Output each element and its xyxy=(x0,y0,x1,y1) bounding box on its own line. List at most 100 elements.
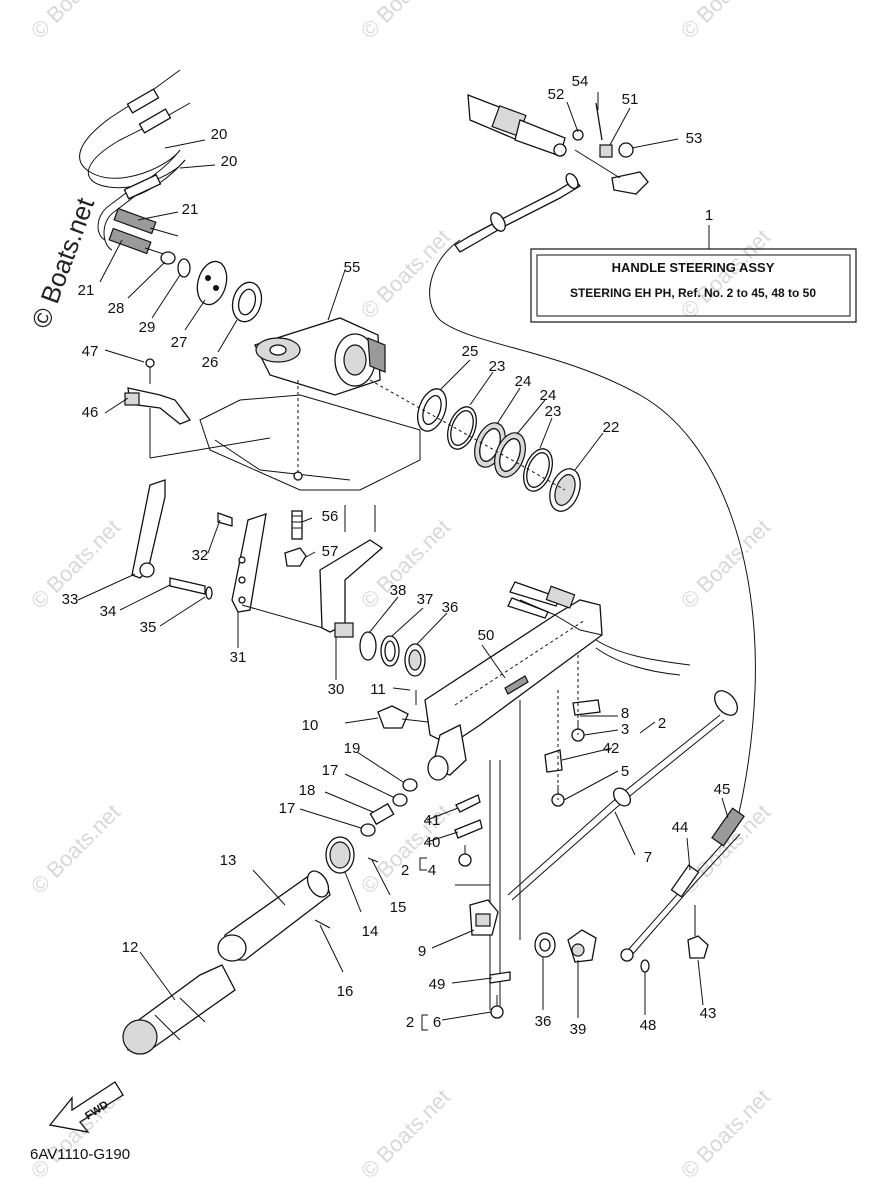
callout-32: 32 xyxy=(192,547,209,564)
callout-18: 18 xyxy=(299,782,316,799)
callout-1: 1 xyxy=(705,207,713,224)
sensor-assembly xyxy=(454,94,649,253)
callout-7: 7 xyxy=(644,849,652,866)
callout-38: 38 xyxy=(390,582,407,599)
callout-20: 20 xyxy=(221,153,238,170)
callout-35: 35 xyxy=(140,619,157,636)
callout-37: 37 xyxy=(417,591,434,608)
callout-50: 50 xyxy=(478,627,495,644)
callout-41: 41 xyxy=(424,812,441,829)
callout-39: 39 xyxy=(570,1021,587,1038)
callout-8: 8 xyxy=(621,705,629,722)
watermark: © Boats.net xyxy=(356,224,455,323)
callout-24: 24 xyxy=(515,373,532,390)
steering-bracket-55 xyxy=(254,317,386,396)
callout-36: 36 xyxy=(442,599,459,616)
callout-43: 43 xyxy=(700,1005,717,1022)
callout-17: 17 xyxy=(279,800,296,817)
washers-36-38 xyxy=(359,631,426,677)
callout-2: 2 xyxy=(658,715,666,732)
callout-19: 19 xyxy=(344,740,361,757)
callout-46: 46 xyxy=(82,404,99,421)
callout-10: 10 xyxy=(302,717,319,734)
lever-46 xyxy=(124,358,192,425)
throttle-cables xyxy=(79,69,191,257)
swivel-plate xyxy=(149,380,421,532)
callout-42: 42 xyxy=(603,740,620,757)
callout-28: 28 xyxy=(108,300,125,317)
handle-small-parts xyxy=(544,655,601,807)
callout-25: 25 xyxy=(462,343,479,360)
callout-47: 47 xyxy=(82,343,99,360)
callout-51: 51 xyxy=(622,91,639,108)
callout-17: 17 xyxy=(322,762,339,779)
callout-16: 16 xyxy=(337,983,354,1000)
holder-9 xyxy=(455,884,499,936)
callout-26: 26 xyxy=(202,354,219,371)
callout-24: 24 xyxy=(540,387,557,404)
callout-20: 20 xyxy=(211,126,228,143)
leader-lines xyxy=(77,92,729,1031)
steering-handle-50 xyxy=(424,581,691,1010)
washer-36-lower xyxy=(534,929,597,963)
callout-2: 2 xyxy=(406,1014,414,1031)
cable-1 xyxy=(429,239,756,831)
callout-48: 48 xyxy=(640,1017,657,1034)
grip-assembly xyxy=(122,836,379,1055)
callout-21: 21 xyxy=(182,201,199,218)
callout-12: 12 xyxy=(122,939,139,956)
friction-parts xyxy=(131,479,331,631)
lever-30 xyxy=(319,539,384,638)
watermark: © Boats.net xyxy=(356,0,455,44)
watermark: © Boats.net xyxy=(25,193,100,332)
callout-2: 2 xyxy=(401,862,409,879)
watermark: © Boats.net xyxy=(676,514,775,613)
assembly-title: HANDLE STEERING ASSY xyxy=(612,260,775,275)
callout-23: 23 xyxy=(489,358,506,375)
washers-upper-left xyxy=(160,251,263,323)
callout-13: 13 xyxy=(220,852,237,869)
callout-4: 4 xyxy=(428,862,436,879)
callout-36: 36 xyxy=(535,1013,552,1030)
assembly-box: HANDLE STEERING ASSY STEERING EH PH, Ref… xyxy=(530,225,857,323)
callout-40: 40 xyxy=(424,834,441,851)
callout-54: 54 xyxy=(572,73,589,90)
callout-29: 29 xyxy=(139,319,156,336)
watermark: © Boats.net xyxy=(356,1084,455,1183)
callout-14: 14 xyxy=(362,923,379,940)
callout-49: 49 xyxy=(429,976,446,993)
orings xyxy=(369,379,581,512)
callout-45: 45 xyxy=(714,781,731,798)
callout-55: 55 xyxy=(344,259,361,276)
shift-cable xyxy=(507,690,745,973)
stud-56 xyxy=(284,510,307,567)
callout-23: 23 xyxy=(545,403,562,420)
clamps-41-40 xyxy=(454,794,483,867)
watermark: © Boats.net xyxy=(26,0,125,44)
callout-52: 52 xyxy=(548,86,565,103)
callout-44: 44 xyxy=(672,819,689,836)
assembly-subtitle: STEERING EH PH, Ref. No. 2 to 45, 48 to … xyxy=(570,286,816,300)
callout-34: 34 xyxy=(100,603,117,620)
callout-27: 27 xyxy=(171,334,188,351)
callout-31: 31 xyxy=(230,649,247,666)
callout-56: 56 xyxy=(322,508,339,525)
callout-5: 5 xyxy=(621,763,629,780)
callout-21: 21 xyxy=(78,282,95,299)
callout-6: 6 xyxy=(433,1014,441,1031)
callout-22: 22 xyxy=(603,419,620,436)
watermark: © Boats.net xyxy=(676,0,775,44)
handle-bolts xyxy=(360,690,429,837)
callout-11: 11 xyxy=(370,681,386,698)
callout-15: 15 xyxy=(390,899,407,916)
callout-33: 33 xyxy=(62,591,79,608)
callout-3: 3 xyxy=(621,721,629,738)
callout-57: 57 xyxy=(322,543,339,560)
watermark: © Boats.net xyxy=(676,1084,775,1183)
diagram-code: 6AV1110-G190 xyxy=(30,1146,130,1163)
callout-30: 30 xyxy=(328,681,345,698)
watermark: © Boats.net xyxy=(26,799,125,898)
callout-53: 53 xyxy=(686,130,703,147)
callout-layer: 1222345678910111213141516171718192020212… xyxy=(62,73,731,1038)
